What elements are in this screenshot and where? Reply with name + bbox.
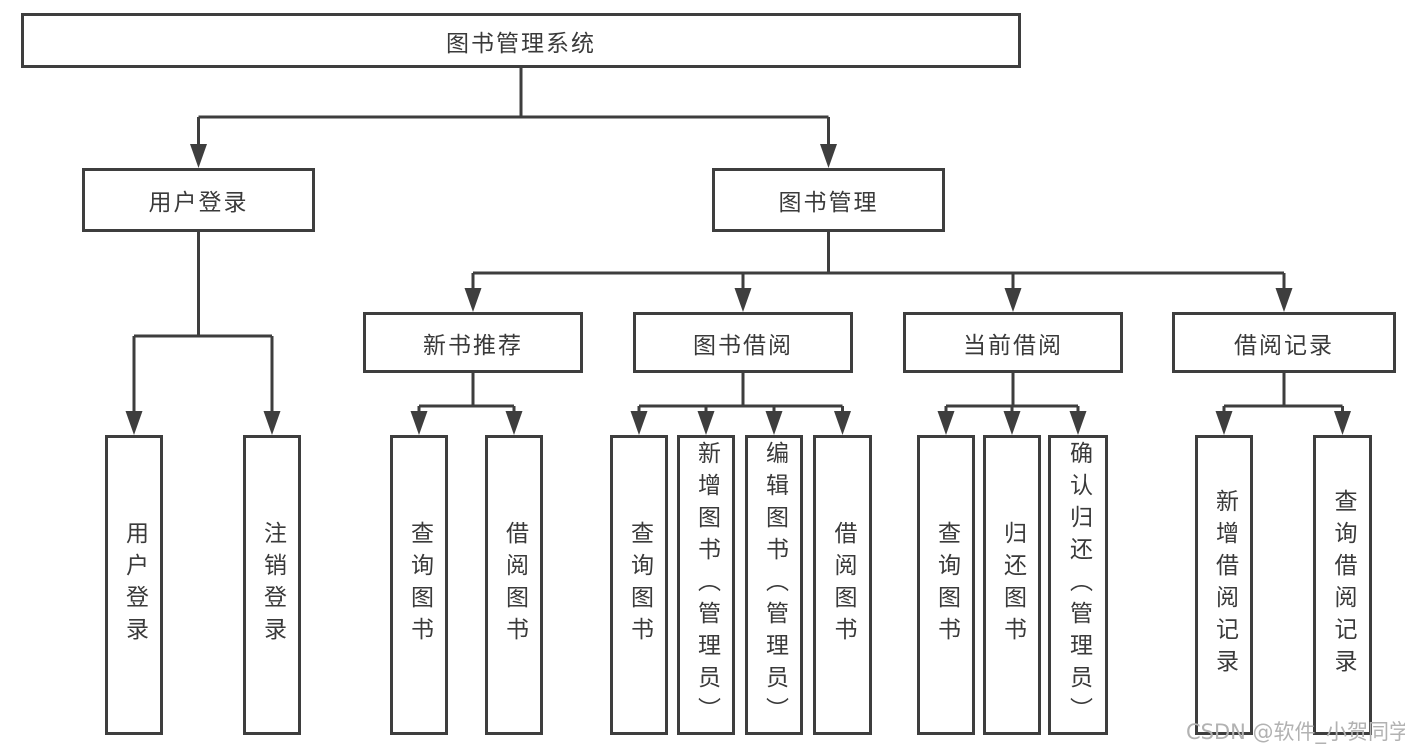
arrowhead: [190, 144, 207, 168]
arrowhead: [765, 411, 783, 435]
node-new-book-rec: 新书推荐: [363, 312, 583, 373]
node-label-leaf-edit-book: 编辑图书（管理员）: [761, 441, 788, 729]
node-label-leaf-return-book: 归还图书: [999, 521, 1026, 649]
arrowhead: [834, 411, 851, 435]
node-label-current-borrow: 当前借阅: [963, 332, 1063, 359]
watermark: CSDN @软件_小贺同学: [1186, 720, 1405, 744]
node-label-user-login: 用户登录: [148, 190, 249, 216]
node-label-leaf-borrow-book-a: 借阅图书: [501, 521, 528, 649]
node-leaf-query-book-b: 查询图书: [610, 435, 668, 735]
arrowhead: [1334, 411, 1351, 435]
node-label-leaf-query-borrow-record: 查询借阅记录: [1330, 489, 1356, 681]
arrowhead: [820, 144, 837, 168]
node-label-leaf-query-book-b: 查询图书: [626, 521, 653, 649]
node-label-book-mgmt: 图书管理: [778, 190, 879, 216]
node-label-leaf-user-login: 用户登录: [121, 521, 148, 649]
node-root: 图书管理系统: [21, 13, 1021, 68]
node-leaf-query-borrow-record: 查询借阅记录: [1313, 435, 1372, 735]
node-leaf-return-book: 归还图书: [983, 435, 1041, 735]
arrowhead: [1003, 411, 1021, 435]
node-leaf-user-login: 用户登录: [105, 435, 163, 735]
node-label-leaf-query-book-a: 查询图书: [406, 521, 433, 649]
node-leaf-borrow-book-a: 借阅图书: [485, 435, 543, 735]
arrowhead: [125, 411, 143, 435]
arrowhead: [410, 411, 428, 435]
node-label-leaf-confirm-return: 确认归还（管理员）: [1065, 441, 1092, 729]
node-leaf-add-book: 新增图书（管理员）: [677, 435, 735, 735]
arrowhead: [1069, 411, 1087, 435]
arrowhead: [464, 288, 482, 312]
node-label-leaf-logout: 注销登录: [259, 521, 286, 649]
connector-path: [132, 68, 1344, 415]
node-book-borrow: 图书借阅: [633, 312, 853, 373]
node-leaf-logout: 注销登录: [243, 435, 301, 735]
node-leaf-query-book-a: 查询图书: [390, 435, 448, 735]
arrowhead: [734, 288, 752, 312]
node-label-book-borrow: 图书借阅: [693, 332, 793, 359]
node-label-borrow-record: 借阅记录: [1234, 332, 1334, 359]
arrowhead: [1004, 288, 1022, 312]
node-leaf-edit-book: 编辑图书（管理员）: [745, 435, 803, 735]
node-leaf-query-book-c: 查询图书: [917, 435, 975, 735]
arrowhead: [630, 411, 648, 435]
arrowhead: [1275, 288, 1293, 312]
node-book-mgmt: 图书管理: [712, 168, 945, 232]
node-label-leaf-query-book-c: 查询图书: [933, 521, 960, 649]
node-current-borrow: 当前借阅: [903, 312, 1123, 373]
node-label-root: 图书管理系统: [446, 30, 596, 57]
node-borrow-record: 借阅记录: [1172, 312, 1396, 373]
node-label-leaf-add-borrow-record: 新增借阅记录: [1211, 489, 1238, 681]
node-user-login: 用户登录: [82, 168, 315, 232]
node-leaf-borrow-book-b: 借阅图书: [813, 435, 872, 735]
arrowhead: [697, 411, 715, 435]
arrowhead: [263, 411, 281, 435]
arrowhead: [1215, 411, 1233, 435]
node-leaf-add-borrow-record: 新增借阅记录: [1195, 435, 1253, 735]
node-leaf-confirm-return: 确认归还（管理员）: [1048, 435, 1108, 735]
arrowhead: [505, 411, 523, 435]
node-label-leaf-borrow-book-b: 借阅图书: [830, 521, 856, 649]
node-label-leaf-add-book: 新增图书（管理员）: [693, 441, 720, 729]
arrowhead: [937, 411, 955, 435]
node-label-new-book-rec: 新书推荐: [423, 332, 523, 359]
